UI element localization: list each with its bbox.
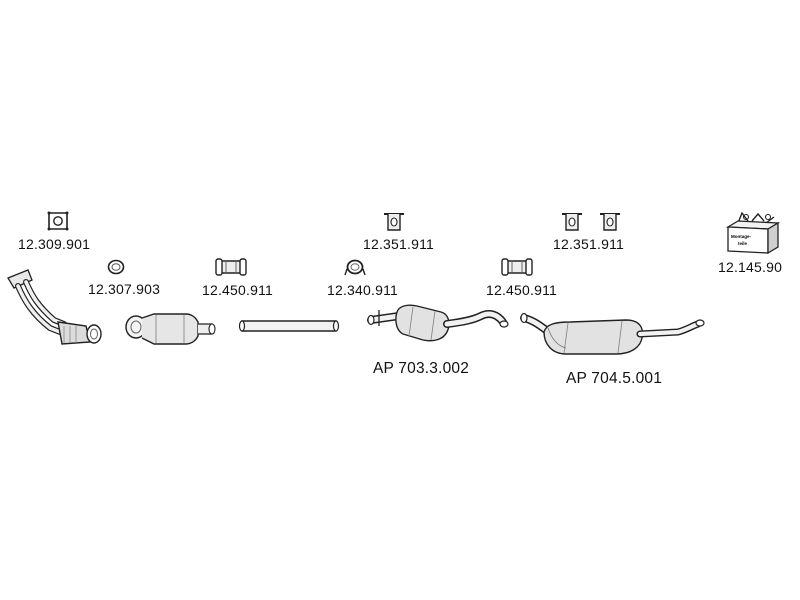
straight-pipe-icon [238, 318, 342, 334]
pipe-clamp-icon-b [500, 256, 534, 278]
kit-box-text-line1: Montage- [731, 234, 751, 239]
part-label-12-307-903: 12.307.903 [88, 281, 161, 297]
part-label-12-145-90: 12.145.90 [718, 259, 783, 275]
catalytic-converter-icon [122, 308, 218, 350]
part-label-12-309-901: 12.309.901 [18, 236, 91, 252]
part-label-12-450-911-b: 12.450.911 [486, 282, 558, 298]
rubber-hanger-icon-b1 [560, 212, 584, 232]
rubber-hanger-icon-a [382, 212, 406, 232]
part-label-12-351-911-a: 12.351.911 [363, 236, 435, 252]
rear-silencer-icon [518, 310, 710, 360]
front-pipe-icon [6, 266, 106, 352]
u-clamp-icon [344, 256, 366, 278]
square-gasket-icon [46, 211, 70, 231]
mounting-kit-box-icon: Montage- teile [724, 211, 782, 257]
middle-silencer-icon [363, 298, 513, 346]
ring-gasket-icon [107, 258, 125, 276]
part-label-ap-703-3-002: AP 703.3.002 [373, 360, 470, 377]
pipe-clamp-icon-a [214, 256, 248, 278]
kit-box-text-line2: teile [738, 241, 748, 246]
part-label-12-351-911-b: 12.351.911 [553, 236, 625, 252]
part-label-ap-704-5-001: AP 704.5.001 [566, 370, 663, 387]
rubber-hanger-icon-b2 [598, 212, 622, 232]
part-label-12-340-911: 12.340.911 [327, 282, 399, 298]
part-label-12-450-911-a: 12.450.911 [202, 282, 274, 298]
